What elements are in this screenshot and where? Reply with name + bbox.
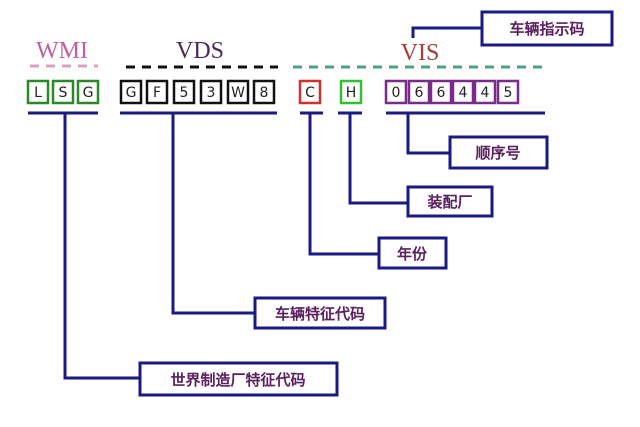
- wmi-char-box: L: [26, 79, 50, 105]
- serial-char-box: 4: [473, 79, 497, 105]
- plant-char-frame: [339, 79, 363, 105]
- wmi-char-frame: [26, 79, 50, 105]
- wmi-connector: [63, 113, 140, 380]
- label-box-vds: 车辆特征代码: [253, 296, 387, 330]
- vds-char: 8: [260, 85, 269, 101]
- vds-title: VDS: [176, 38, 224, 64]
- label-box-wmi: 世界制造厂特征代码: [138, 361, 339, 397]
- wmi-char-box: S: [51, 79, 75, 105]
- wmi-char-box: G: [76, 79, 100, 105]
- label-box-serial: 顺序号: [448, 135, 549, 170]
- vds-char-box: F: [145, 79, 169, 105]
- serial-char: 4: [459, 85, 468, 101]
- vds-char-frame: [119, 79, 143, 105]
- vds-char: W: [231, 85, 245, 101]
- year-char-box: C: [298, 79, 322, 105]
- serial-char-box: 0: [384, 79, 408, 105]
- vds-char-frame: [172, 79, 196, 105]
- serial-connector: [406, 113, 450, 155]
- wmi-char-frame: [51, 79, 75, 105]
- wmi-char: L: [34, 85, 42, 101]
- serial-char-box: 6: [429, 79, 453, 105]
- vds-char-frame: [226, 79, 250, 105]
- wmi-char-frame: [76, 79, 100, 105]
- plant-connector: [348, 113, 408, 205]
- serial-char-frame: [473, 79, 497, 105]
- wmi-label: 世界制造厂特征代码: [170, 371, 305, 389]
- vds-char-box: G: [119, 79, 143, 105]
- vds-char: G: [126, 85, 137, 101]
- vis-label: 车辆指示码: [509, 20, 584, 38]
- vis-title: VIS: [401, 40, 440, 66]
- plant-label: 装配厂: [426, 193, 472, 211]
- vds-char-box: 5: [172, 79, 196, 105]
- vds-char-box: W: [226, 79, 250, 105]
- serial-char-frame: [451, 79, 475, 105]
- label-box-plant: 装配厂: [406, 185, 494, 218]
- vds-char: 5: [180, 85, 189, 101]
- plant-char-box: H: [339, 79, 363, 105]
- vds-char-box: 3: [199, 79, 223, 105]
- vds-char: 3: [207, 85, 216, 101]
- vds-char-frame: [252, 79, 276, 105]
- year-char: C: [305, 85, 315, 101]
- serial-char: 5: [504, 85, 513, 101]
- serial-char: 6: [437, 85, 446, 101]
- serial-char: 4: [481, 85, 490, 101]
- wmi-char: S: [59, 85, 68, 101]
- vds-label: 车辆特征代码: [275, 305, 365, 323]
- vds-char: F: [153, 85, 161, 101]
- serial-char-frame: [407, 79, 431, 105]
- plant-char: H: [346, 85, 357, 101]
- wmi-title: WMI: [36, 38, 88, 64]
- vds-char-box: 8: [252, 79, 276, 105]
- serial-char: 0: [392, 85, 401, 101]
- year-connector: [308, 113, 379, 256]
- serial-char-frame: [384, 79, 408, 105]
- serial-char-frame: [429, 79, 453, 105]
- vds-char-frame: [199, 79, 223, 105]
- serial-char-frame: [496, 79, 520, 105]
- label-box-year: 年份: [377, 236, 448, 270]
- label-box-vis: 车辆指示码: [480, 10, 614, 47]
- serial-label: 顺序号: [475, 144, 520, 162]
- vds-connector: [171, 113, 255, 315]
- serial-char-box: 4: [451, 79, 475, 105]
- vis-connector: [411, 26, 482, 38]
- year-char-frame: [298, 79, 322, 105]
- serial-char-box: 6: [407, 79, 431, 105]
- year-label: 年份: [397, 245, 428, 263]
- serial-char-box: 5: [496, 79, 520, 105]
- vds-char-frame: [145, 79, 169, 105]
- connector-lines: [28, 26, 548, 380]
- serial-char: 6: [415, 85, 424, 101]
- wmi-char: G: [83, 85, 94, 101]
